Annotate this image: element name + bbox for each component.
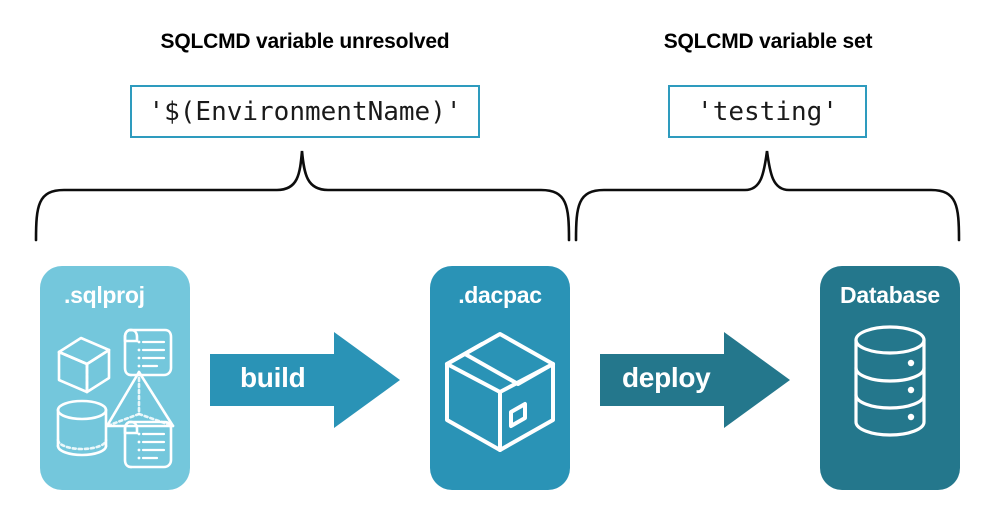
group-heading-unresolved: SQLCMD variable unresolved (160, 30, 450, 53)
card-database-label: Database (840, 282, 940, 308)
sqlcmd-variable-set-value-box: 'testing' (668, 85, 867, 138)
database-objects-icon (40, 322, 190, 472)
arrow-build-icon (210, 332, 400, 428)
card-dacpac: .dacpac (430, 266, 570, 490)
card-database: Database (820, 266, 960, 490)
brace-left-icon (34, 150, 571, 242)
database-cylinder-icon (820, 322, 960, 444)
arrow-deploy-label: deploy (622, 362, 711, 393)
sqlcmd-variable-unresolved-value-box: '$(EnvironmentName)' (130, 85, 480, 138)
card-sqlproj: .sqlproj (40, 266, 190, 490)
card-dacpac-label: .dacpac (458, 282, 542, 308)
arrow-deploy-icon (600, 332, 790, 428)
arrow-build-label: build (240, 362, 306, 393)
brace-right-icon (574, 150, 961, 242)
card-sqlproj-label: .sqlproj (64, 282, 145, 308)
package-box-icon (430, 322, 570, 462)
group-heading-set: SQLCMD variable set (663, 30, 873, 53)
